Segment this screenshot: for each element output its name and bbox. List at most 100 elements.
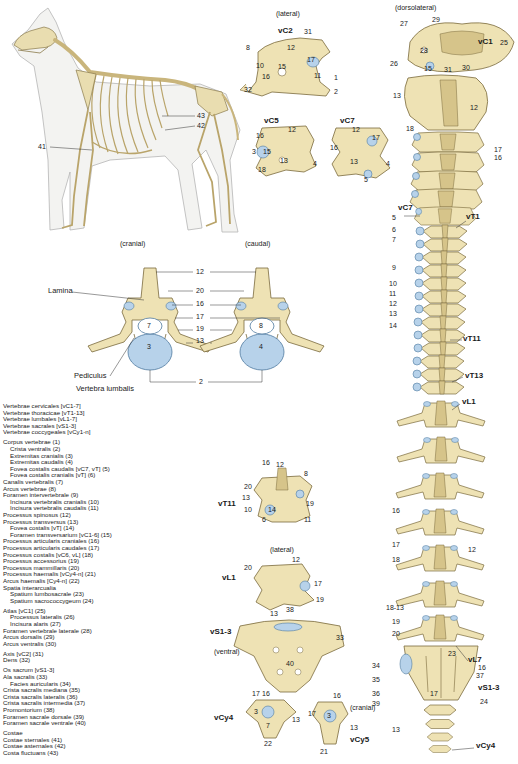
callout-number: 13 (350, 724, 358, 731)
callout-number: 11 (314, 72, 321, 79)
callout-number: 29 (432, 16, 440, 23)
lumbar-vertebra (396, 509, 484, 535)
thoracic-vertebra (415, 277, 466, 290)
vertebra-label: vT1 (466, 213, 480, 221)
vertebra-label: vC2 (278, 27, 293, 35)
callout-number: 8 (246, 44, 250, 51)
index-entry: Costa fluctuans (43) (3, 750, 58, 756)
coccygeal-vertebra (429, 746, 451, 753)
pelvis (195, 86, 228, 116)
callout-number: 23 (448, 650, 456, 657)
callout-number: 9 (392, 264, 396, 271)
index-entry: Facies auricularis (34) (10, 681, 71, 687)
sternum (92, 142, 152, 154)
thoracic-vertebra-lateral (254, 468, 312, 522)
callout-number: 13 (393, 92, 401, 99)
callout-number: 12 (470, 104, 478, 111)
callout-number: 19 (316, 596, 324, 603)
callout-number: 17 (196, 313, 204, 320)
callout-number: 43 (197, 112, 205, 119)
sacral-crest (426, 648, 456, 698)
callout-number: 16 (330, 144, 338, 151)
callout-number: 16 (478, 664, 486, 671)
part-name: Vertebra lumbalis (76, 385, 134, 393)
index-entry: Canalis vertebralis (7) (3, 479, 63, 485)
index-entry: Fovea costalis caudalis [vC7, vT] (5) (10, 466, 110, 472)
leader-line (50, 116, 195, 150)
callout-number: 22 (264, 740, 272, 747)
callout-number: 8 (259, 322, 263, 329)
callout-number: 7 (147, 322, 151, 329)
thoracic-vertebra (415, 303, 466, 316)
callout-number: 19 (392, 618, 400, 625)
index-entry: Costae asternales (42) (3, 743, 66, 749)
view-label: (ventral) (214, 648, 240, 655)
callout-number: 1 (334, 74, 338, 81)
index-entry: Foramen intervertebrale (9) (3, 492, 78, 498)
index-entry: Arcus dorsalis (29) (3, 634, 55, 640)
callout-number: 26 (390, 60, 398, 67)
callout-number: 16 (256, 132, 264, 139)
index-entry: Spatium lumbosacrale (23) (10, 591, 84, 597)
ribs (92, 75, 168, 154)
thoracic-vertebra (415, 290, 466, 303)
sacrum-ventral (234, 620, 344, 692)
foramen (421, 47, 427, 53)
callout-number: 18 (258, 166, 266, 173)
callout-number: 5 (364, 176, 368, 183)
index-entry: Foramen vertebrale laterale (28) (3, 628, 92, 634)
callout-number: 21 (320, 748, 328, 755)
index-entry: Ala sacralis (33) (3, 674, 47, 680)
callout-number: 20 (244, 483, 252, 490)
vertebra-label: vL1 (462, 398, 476, 406)
callout-number: 7 (266, 722, 270, 729)
callout-number: 42 (197, 122, 205, 129)
callout-number: 15 (424, 65, 432, 72)
index-entry: Incisura alaris (27) (10, 621, 61, 627)
callout-number: 36 (372, 690, 380, 697)
thoracic-vertebra (414, 342, 465, 355)
callout-number: 13 (196, 337, 204, 344)
vertebra-label: vL7 (468, 656, 482, 664)
callout-number: 16 (196, 300, 204, 307)
vertebra-label: vS1-3 (478, 684, 499, 692)
index-entry: Processus spinosus (12) (3, 512, 71, 518)
index-entry: Processus costalis [vC6, vL] (18) (3, 552, 93, 558)
index-entry: Processus articularis craniales (16) (3, 538, 99, 544)
index-entry: Extremitas caudalis (4) (10, 459, 73, 465)
callout-number: 17 (307, 56, 315, 63)
vertebra-outline (246, 700, 296, 738)
callout-number: 19 (196, 325, 204, 332)
leader-line (72, 272, 280, 382)
callout-number: 11 (389, 290, 396, 297)
cervical-vertebra (411, 171, 483, 191)
lumbar-caudal-view (200, 268, 324, 370)
spinous-process (276, 468, 288, 490)
callout-number: 13 (389, 310, 397, 317)
callout-number: 16 (392, 507, 400, 514)
callout-number: 12 (287, 44, 295, 51)
index-entry: Incisura vertebralis cranialis (10) (10, 499, 99, 505)
index-entry: Processus transversus (13) (3, 519, 78, 525)
hindlimb (198, 112, 230, 226)
callout-number: 17 (314, 580, 322, 587)
callout-number: 6 (392, 226, 396, 233)
vertebra-label: vCy4 (214, 714, 233, 722)
skull (14, 27, 57, 50)
callout-number: 16 (333, 692, 341, 699)
callout-number: 30 (462, 64, 470, 71)
vertebra-outline (312, 702, 348, 744)
callout-number: 13 (280, 157, 288, 164)
costal-fovea (265, 505, 275, 515)
index-entry: Vertebrae cervicales [vC1-7] (3, 403, 81, 409)
lumbar-vertebra (396, 581, 484, 607)
index-entry: Vertebrae sacrales [vS1-3] (3, 423, 76, 429)
vertebra-label: vC7 (398, 204, 413, 212)
callout-number: 15 (263, 148, 271, 155)
vertebra-label: vC5 (264, 117, 279, 125)
scapula (76, 70, 96, 110)
index-entry: Processus mammillaris (20) (3, 565, 79, 571)
vertebra-label: vT11 (463, 335, 481, 343)
articular-facet (307, 57, 319, 67)
